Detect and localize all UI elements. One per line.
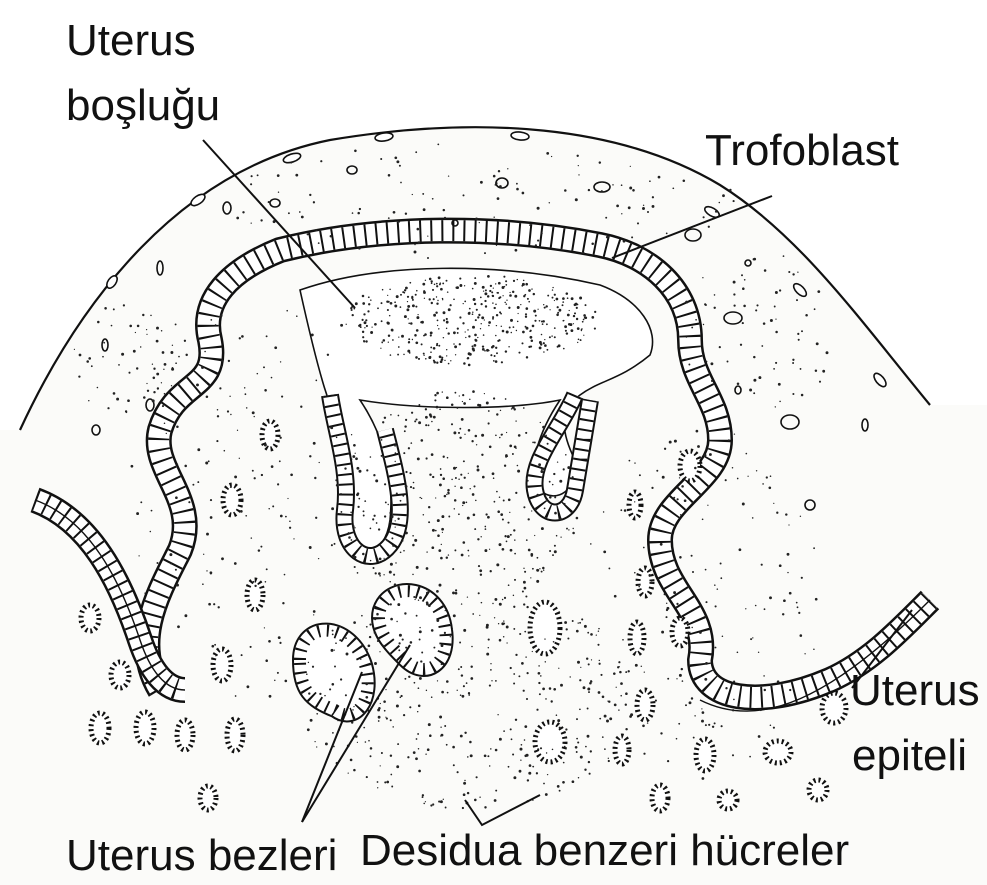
label-trofoblast: Trofoblast bbox=[705, 126, 899, 175]
label-uterus-epiteli-line1: Uterus bbox=[850, 666, 980, 715]
label-desidua: Desidua benzeri hücreler bbox=[360, 826, 849, 875]
label-uterus-boslugu-line1: Uterus bbox=[66, 16, 196, 65]
label-uterus-epiteli-line2: epiteli bbox=[852, 731, 967, 780]
label-uterus-bezleri: Uterus bezleri bbox=[66, 831, 337, 880]
label-uterus-boslugu-line2: boşluğu bbox=[66, 81, 220, 130]
